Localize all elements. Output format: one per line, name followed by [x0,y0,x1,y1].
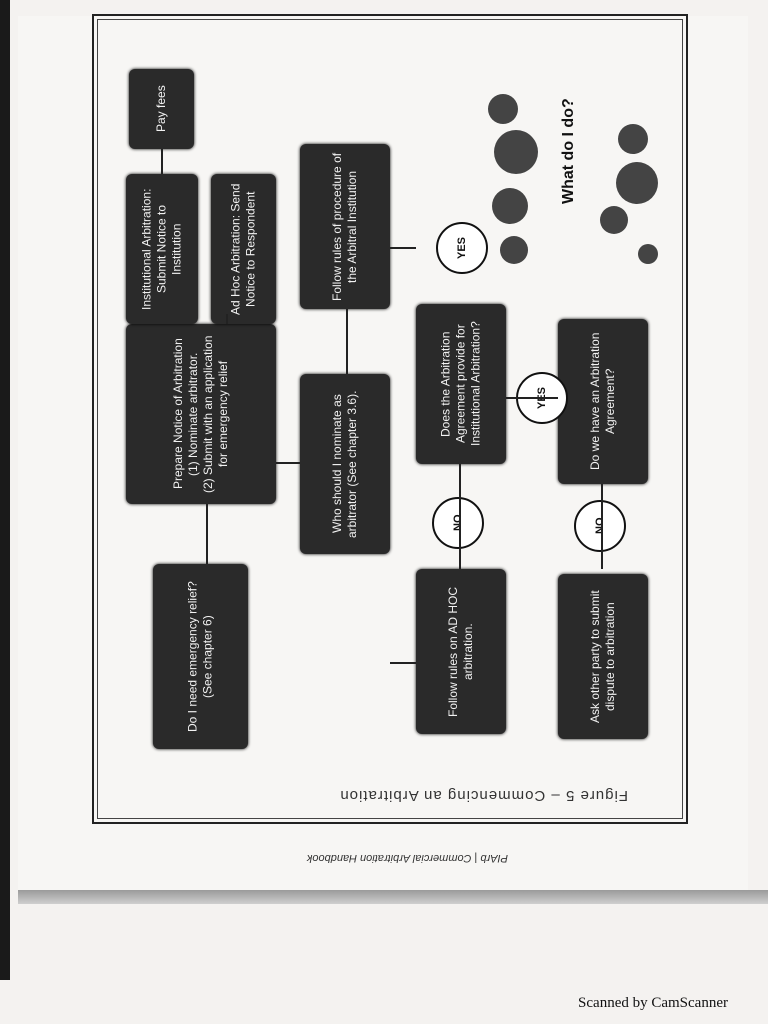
node-follow-adhoc-rules: Follow rules on AD HOC arbitration. [416,569,506,734]
thought-bubble [616,162,658,204]
thought-bubble [600,206,628,234]
figure-caption: Figure 5 – Commencing an Arbitration [339,787,628,804]
node-label: Prepare Notice of Arbitration (1) Nomina… [171,335,230,493]
thought-bubble [500,236,528,264]
scanner-watermark: Scanned by CamScanner [578,995,728,1011]
connector [459,464,461,569]
node-label: Do I need emergency relief? (See chapter… [185,581,215,732]
node-label: Do we have an Arbitration Agreement? [588,332,617,471]
node-who-nominate: Who should I nominate as arbitrator (See… [300,374,390,554]
node-label: Follow rules on AD HOC arbitration. [446,586,475,717]
connector [390,247,416,249]
node-label: Does the Arbitration Agreement provide f… [438,321,483,447]
connector [276,462,300,464]
connector [206,504,208,564]
node-adhoc-notice: Ad Hoc Arbitration: Send Notice to Respo… [211,174,276,324]
node-pay-fees: Pay fees [129,69,194,149]
node-prepare-notice: Prepare Notice of Arbitration (1) Nomina… [126,324,276,504]
connector [601,484,603,569]
running-footer: PIArb | Commercial Arbitration Handbook [306,852,508,864]
decision-no-2: NO [432,497,484,549]
thought-title: What do I do? [560,98,577,204]
node-follow-institution-rules: Follow rules of procedure of the Arbitra… [300,144,390,309]
thought-bubble [492,188,528,224]
thought-bubble [618,124,648,154]
connector [226,314,228,324]
node-label: Pay fees [154,85,168,133]
node-emergency-relief: Do I need emergency relief? (See chapter… [153,564,248,749]
decision-yes-2: YES [436,222,488,274]
node-ask-other-party: Ask other party to submit dispute to arb… [558,574,648,739]
node-label: Institutional Arbitration: Submit Notice… [139,188,184,310]
connector [161,149,163,174]
node-label: Who should I nominate as arbitrator (See… [330,390,359,538]
thought-bubble [494,130,538,174]
node-label: Ad Hoc Arbitration: Send Notice to Respo… [228,183,258,315]
node-label: Follow rules of procedure of the Arbitra… [330,152,359,301]
scan-edge [0,0,10,980]
node-institution-notice: Institutional Arbitration: Submit Notice… [126,174,198,324]
node-institutional-question: Does the Arbitration Agreement provide f… [416,304,506,464]
scan-bottom-strip [18,890,768,904]
connector [390,662,416,664]
node-arbitration-agreement: Do we have an Arbitration Agreement? [558,319,648,484]
connector [346,309,348,374]
node-label: Ask other party to submit dispute to arb… [588,590,617,723]
decision-no-1: NO [574,500,626,552]
thought-bubble [488,94,518,124]
connector [506,397,558,399]
thought-bubble [638,244,658,264]
